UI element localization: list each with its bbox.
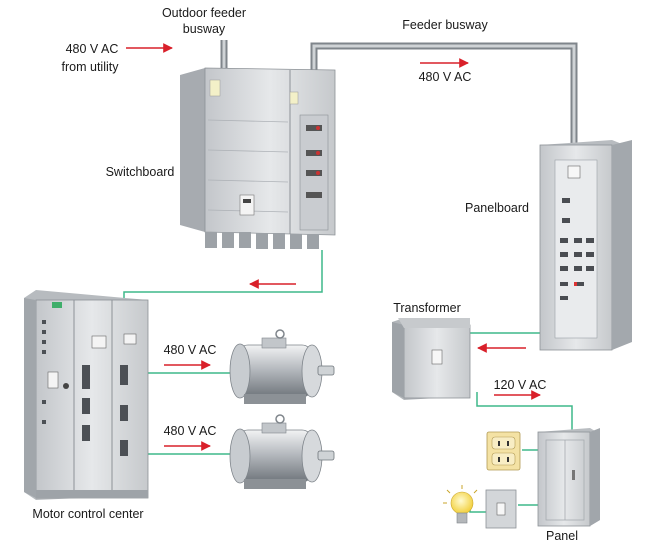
feeder-busway-label: Feeder busway [402,18,488,32]
switchboard-label: Switchboard [106,165,175,179]
mcc-label: Motor control center [32,507,143,521]
motor-2 [229,414,335,489]
panel [537,428,600,527]
transformer-to-panel-wire [476,392,573,430]
panelboard [539,140,632,351]
transformer-label: Transformer [393,301,461,315]
switchboard [180,67,336,249]
motor1-voltage-label: 480 V AC [164,343,217,357]
outdoor-feeder-label-2: busway [183,22,226,36]
transformer [392,318,471,400]
feeder-busway [310,42,578,145]
utility-voltage-label: 480 V AC [66,42,119,56]
transformer-output-label: 120 V AC [494,378,547,392]
green-wires [123,250,573,513]
motor-1 [229,329,335,404]
light-bulb-icon [443,485,478,524]
switchboard-to-mcc-wire [123,250,323,300]
outdoor-feeder-label-1: Outdoor feeder [162,6,246,20]
panel-label: Panel [546,529,578,543]
light-switch [485,489,517,529]
motor2-voltage-label: 480 V AC [164,424,217,438]
busway-voltage-label: 480 V AC [419,70,472,84]
motor-control-center [24,290,149,500]
flow-arrows [126,43,541,451]
utility-source-label: from utility [62,60,120,74]
panelboard-label: Panelboard [465,201,529,215]
panelboard-to-transformer-wire [467,332,540,340]
receptacle [486,431,521,471]
